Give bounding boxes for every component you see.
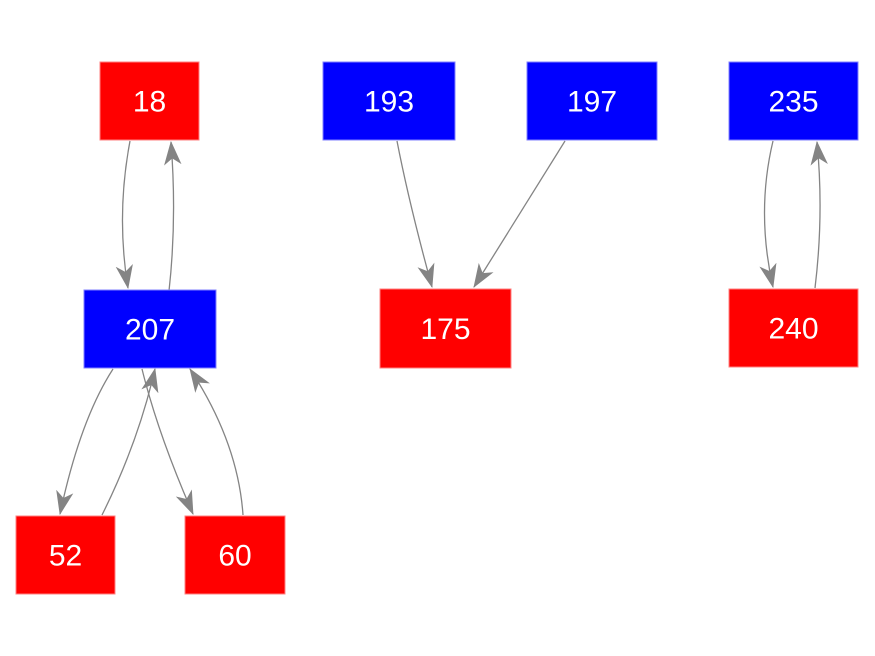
edge-235-to-240 [759, 140, 777, 289]
edge-52-to-207 [101, 367, 159, 516]
graph-node-197[interactable]: 197 [526, 61, 658, 141]
graph-node-207[interactable]: 207 [83, 289, 217, 369]
edge-193-to-175 [396, 140, 435, 289]
edge-240-to-235 [810, 140, 828, 289]
node-rect-red[interactable] [15, 515, 116, 595]
node-label: 240 [768, 313, 818, 346]
graph-node-175[interactable]: 175 [379, 288, 512, 369]
edge-layer [56, 140, 828, 516]
graph-node-193[interactable]: 193 [322, 61, 456, 141]
node-label: 197 [567, 86, 617, 119]
edge-207-to-60 [141, 368, 194, 515]
node-layer: 18 193 197 235 207 175 240 52 60 [15, 61, 859, 595]
graph-node-235[interactable]: 235 [728, 61, 859, 141]
edge-197-to-175 [473, 140, 566, 288]
graph-node-52[interactable]: 52 [15, 515, 116, 595]
edge-60-to-207 [189, 368, 244, 516]
node-rect-red[interactable] [184, 515, 286, 595]
node-rect-red[interactable] [728, 288, 859, 368]
edge-207-to-18 [164, 140, 182, 292]
edge-207-to-52 [56, 368, 114, 516]
node-rect-blue[interactable] [728, 61, 859, 141]
node-label: 175 [420, 313, 470, 346]
node-label: 60 [218, 540, 251, 573]
node-label: 207 [125, 314, 175, 347]
node-label: 18 [133, 86, 166, 119]
node-label: 52 [49, 540, 82, 573]
node-rect-red[interactable] [99, 61, 200, 141]
graph-node-240[interactable]: 240 [728, 288, 859, 368]
node-label: 235 [768, 86, 818, 119]
node-rect-blue[interactable] [83, 289, 217, 369]
node-rect-red[interactable] [379, 288, 512, 369]
graph-node-60[interactable]: 60 [184, 515, 286, 595]
node-rect-blue[interactable] [322, 61, 456, 141]
edge-18-to-207 [115, 140, 133, 290]
graph-node-18[interactable]: 18 [99, 61, 200, 141]
node-rect-blue[interactable] [526, 61, 658, 141]
node-label: 193 [364, 86, 414, 119]
